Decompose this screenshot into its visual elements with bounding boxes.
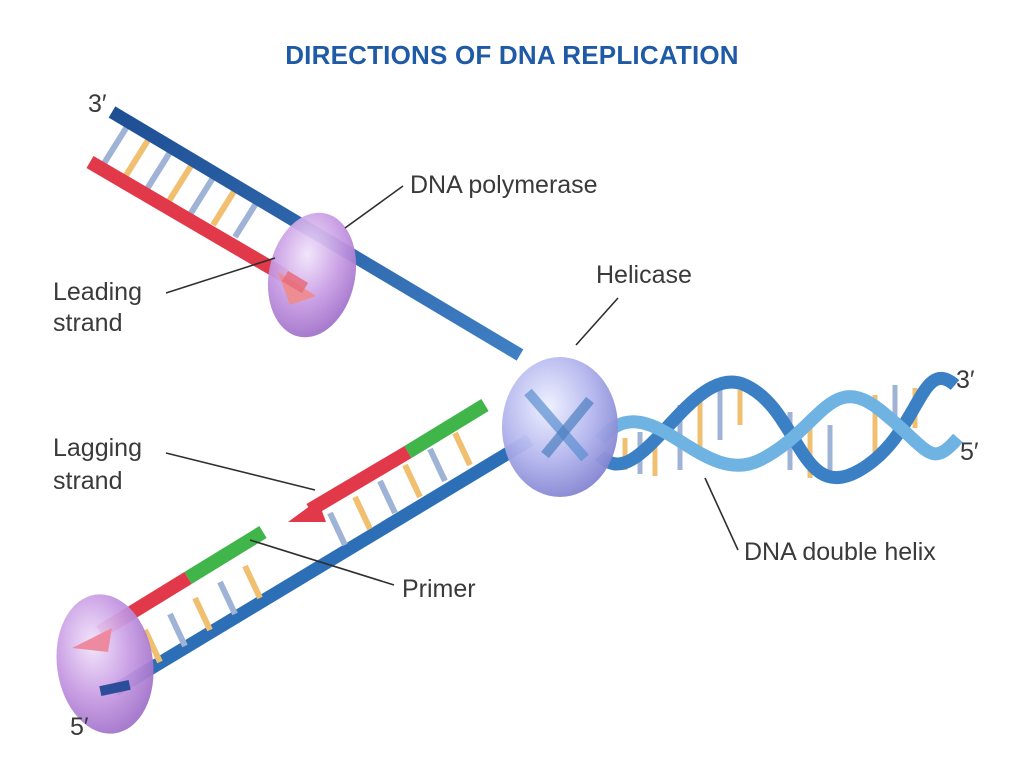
leading-strand-assembly xyxy=(86,106,524,361)
lagging-strand-assembly xyxy=(56,399,534,734)
label-helix-5prime: 5′ xyxy=(960,438,979,466)
slide-title: DIRECTIONS OF DNA REPLICATION xyxy=(285,40,739,70)
dna-double-helix xyxy=(595,372,963,485)
primer-leader-line xyxy=(249,539,395,586)
helix-strand-b xyxy=(595,390,963,472)
lagging-base-pairs xyxy=(142,431,473,664)
label-helix-3prime: 3′ xyxy=(956,366,975,394)
polymerase-leader-line xyxy=(344,185,404,229)
leading-base-pairs xyxy=(100,123,263,239)
label-lagging-strand-line2: strand xyxy=(53,467,122,495)
lagging-strand-arrow xyxy=(288,500,326,522)
primer-2 xyxy=(184,526,267,584)
label-leading-strand-line1: Leading xyxy=(53,278,142,306)
leading-new-strand xyxy=(86,155,289,283)
leading-dna-polymerase xyxy=(267,212,357,338)
lagging-okazaki-fragment-1 xyxy=(306,445,412,517)
helix-leader-line xyxy=(704,477,739,551)
label-dna-polymerase: DNA polymerase xyxy=(410,171,598,199)
helicase-leader-line xyxy=(575,297,619,346)
label-lagging-strand-line1: Lagging xyxy=(53,434,142,462)
lagging-dna-polymerase xyxy=(56,594,154,734)
lagging-template-stub xyxy=(99,679,131,697)
leading-strand-leader-line xyxy=(165,257,276,294)
primer-1 xyxy=(404,399,489,458)
lagging-polymerase-arrowhead xyxy=(72,628,112,652)
label-leading-strand-line2: strand xyxy=(53,309,122,337)
lagging-template-strand xyxy=(111,434,534,696)
label-top-left-3prime: 3′ xyxy=(88,90,107,118)
lagging-strand-leader-line xyxy=(165,452,316,491)
helicase-assembly xyxy=(502,357,618,497)
leader-lines xyxy=(165,185,739,586)
label-dna-double-helix: DNA double helix xyxy=(744,538,936,566)
label-bottom-left-5prime: 5′ xyxy=(70,713,89,741)
label-helicase: Helicase xyxy=(596,261,692,289)
label-primer: Primer xyxy=(402,575,476,603)
